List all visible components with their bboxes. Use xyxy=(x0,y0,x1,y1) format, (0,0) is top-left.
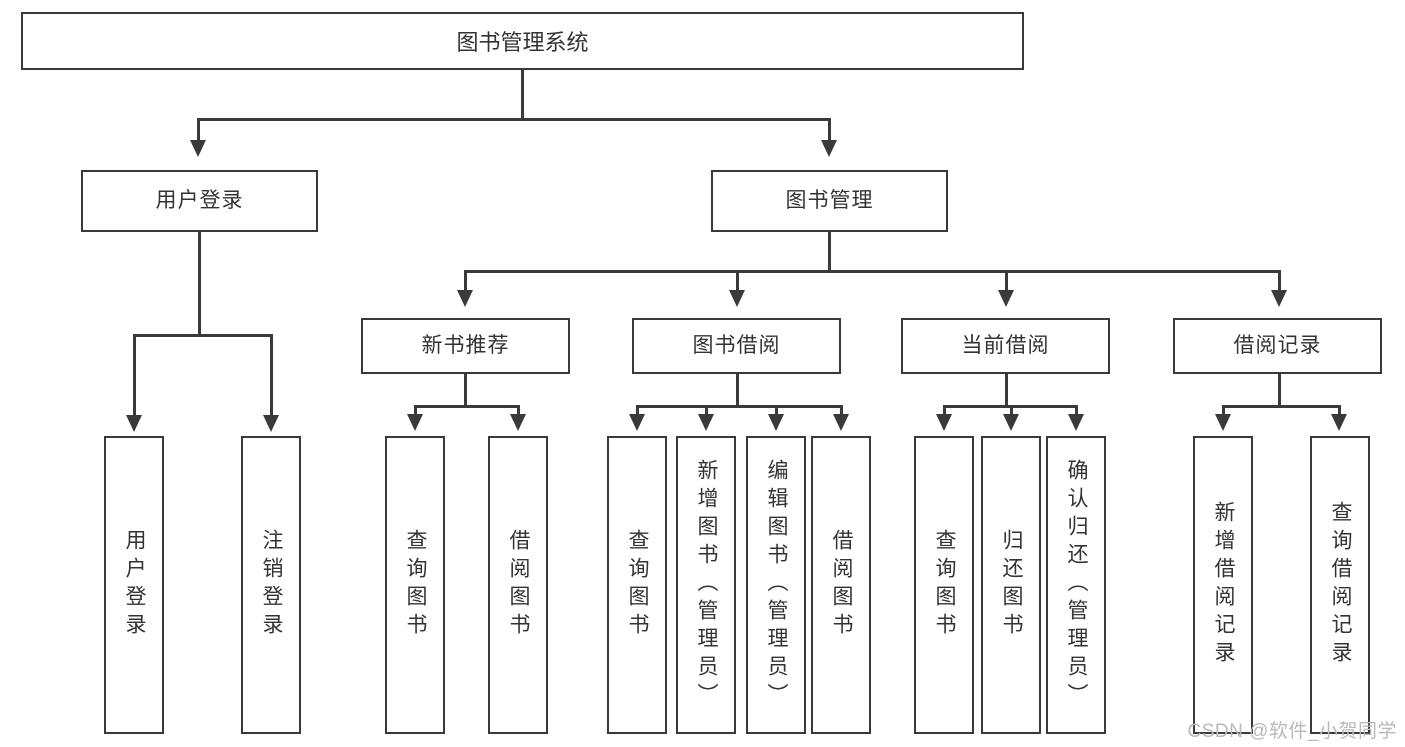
connector-nbr-to-leaf-2 xyxy=(517,405,520,417)
arrowhead-leaf-add-book xyxy=(698,414,714,431)
connector-to-borrow-record xyxy=(1278,270,1281,292)
node-label: 查询图书 xyxy=(404,529,428,641)
node-label: 图书管理 xyxy=(785,189,874,213)
node-label: 查询图书 xyxy=(933,529,957,641)
connector-cb-to-leaf-2 xyxy=(1010,405,1013,417)
connector-bb-to-leaf-2 xyxy=(705,405,708,417)
node-leaf-query-book-current[interactable]: 查询图书 xyxy=(914,436,974,734)
node-leaf-query-book-new-recommend[interactable]: 查询图书 xyxy=(385,436,445,734)
node-leaf-confirm-return-admin[interactable]: 确认归还（管理员） xyxy=(1046,436,1106,734)
node-leaf-return-book[interactable]: 归还图书 xyxy=(981,436,1041,734)
connector-book-management-bus xyxy=(464,270,1281,273)
connector-borrow-record-bus xyxy=(1222,405,1341,408)
connector-bb-to-leaf-1 xyxy=(636,405,639,417)
arrowhead-borrow-record xyxy=(1271,290,1287,307)
connector-new-book-recommend-bus xyxy=(414,405,520,408)
node-user-login[interactable]: 用户登录 xyxy=(81,170,318,232)
connector-to-book-borrow xyxy=(736,270,739,292)
node-leaf-borrow-book-new-recommend[interactable]: 借阅图书 xyxy=(488,436,548,734)
node-current-borrow[interactable]: 当前借阅 xyxy=(901,318,1110,374)
connector-cb-to-leaf-1 xyxy=(943,405,946,417)
arrowhead-leaf-confirm-return xyxy=(1068,414,1084,431)
node-label: 新增借阅记录 xyxy=(1212,501,1236,669)
node-leaf-add-book-admin[interactable]: 新增图书（管理员） xyxy=(676,436,736,734)
node-new-book-recommend[interactable]: 新书推荐 xyxy=(361,318,570,374)
node-label: 查询图书 xyxy=(626,529,650,641)
connector-new-book-recommend-stem xyxy=(464,374,467,407)
node-label: 确认归还（管理员） xyxy=(1065,459,1089,711)
node-label: 图书管理系统 xyxy=(456,30,589,55)
node-label: 借阅图书 xyxy=(830,529,854,641)
node-leaf-query-book-borrow[interactable]: 查询图书 xyxy=(607,436,667,734)
connector-borrow-record-stem xyxy=(1278,374,1281,407)
arrowhead-new-book-recommend xyxy=(457,290,473,307)
arrowhead-leaf-borrow-book-1 xyxy=(510,414,526,431)
csdn-watermark: CSDN @软件_小贺同学 xyxy=(1187,721,1397,742)
node-leaf-query-borrow-record[interactable]: 查询借阅记录 xyxy=(1310,436,1370,734)
node-label: 注销登录 xyxy=(260,529,284,641)
arrowhead-leaf-borrow-book-2 xyxy=(833,414,849,431)
arrowhead-leaf-add-record xyxy=(1215,414,1231,431)
connector-book-borrow-stem xyxy=(736,374,739,407)
arrowhead-book-management xyxy=(821,140,837,157)
connector-user-login-to-leaf-logout xyxy=(270,334,273,418)
connector-to-new-book-recommend xyxy=(464,270,467,292)
arrowhead-leaf-query-book-2 xyxy=(629,414,645,431)
connector-book-management-stem xyxy=(828,232,831,272)
node-label: 借阅图书 xyxy=(507,529,531,641)
connector-root-bus xyxy=(197,118,830,121)
node-book-management[interactable]: 图书管理 xyxy=(711,170,948,232)
arrowhead-leaf-query-record xyxy=(1331,414,1347,431)
connector-br-to-leaf-1 xyxy=(1222,405,1225,417)
node-leaf-user-login[interactable]: 用户登录 xyxy=(104,436,164,734)
node-leaf-borrow-book-borrow[interactable]: 借阅图书 xyxy=(811,436,871,734)
connector-nbr-to-leaf-1 xyxy=(414,405,417,417)
node-label: 图书借阅 xyxy=(692,334,781,358)
connector-root-to-book-management xyxy=(828,118,831,142)
connector-cb-to-leaf-3 xyxy=(1075,405,1078,417)
arrowhead-current-borrow xyxy=(998,290,1014,307)
arrowhead-leaf-query-book-1 xyxy=(407,414,423,431)
connector-user-login-bus xyxy=(133,334,273,337)
connector-bb-to-leaf-4 xyxy=(840,405,843,417)
node-label: 借阅记录 xyxy=(1233,334,1322,358)
connector-root-to-user-login xyxy=(197,118,200,142)
arrowhead-user-login xyxy=(190,140,206,157)
arrowhead-leaf-logout xyxy=(263,415,279,432)
connector-root-stem xyxy=(521,70,524,118)
connector-book-borrow-bus xyxy=(636,405,843,408)
node-label: 归还图书 xyxy=(1000,529,1024,641)
arrowhead-leaf-query-book-3 xyxy=(936,414,952,431)
node-leaf-logout[interactable]: 注销登录 xyxy=(241,436,301,734)
connector-to-current-borrow xyxy=(1005,270,1008,292)
arrowhead-leaf-return-book xyxy=(1003,414,1019,431)
node-label: 用户登录 xyxy=(123,529,147,641)
node-label: 用户登录 xyxy=(155,189,244,213)
connector-br-to-leaf-2 xyxy=(1338,405,1341,417)
node-book-management-system[interactable]: 图书管理系统 xyxy=(21,12,1024,70)
node-book-borrow[interactable]: 图书借阅 xyxy=(632,318,841,374)
node-label: 编辑图书（管理员） xyxy=(765,459,789,711)
arrowhead-book-borrow xyxy=(729,290,745,307)
connector-user-login-stem xyxy=(198,232,201,336)
arrowhead-leaf-user-login xyxy=(126,415,142,432)
node-label: 当前借阅 xyxy=(961,334,1050,358)
connector-bb-to-leaf-3 xyxy=(775,405,778,417)
connector-user-login-to-leaf-user-login xyxy=(133,334,136,418)
node-borrow-record[interactable]: 借阅记录 xyxy=(1173,318,1382,374)
node-leaf-edit-book-admin[interactable]: 编辑图书（管理员） xyxy=(746,436,806,734)
node-label: 查询借阅记录 xyxy=(1329,501,1353,669)
node-label: 新增图书（管理员） xyxy=(695,459,719,711)
connector-current-borrow-stem xyxy=(1005,374,1008,407)
node-label: 新书推荐 xyxy=(421,334,510,358)
arrowhead-leaf-edit-book xyxy=(768,414,784,431)
node-leaf-add-borrow-record[interactable]: 新增借阅记录 xyxy=(1193,436,1253,734)
